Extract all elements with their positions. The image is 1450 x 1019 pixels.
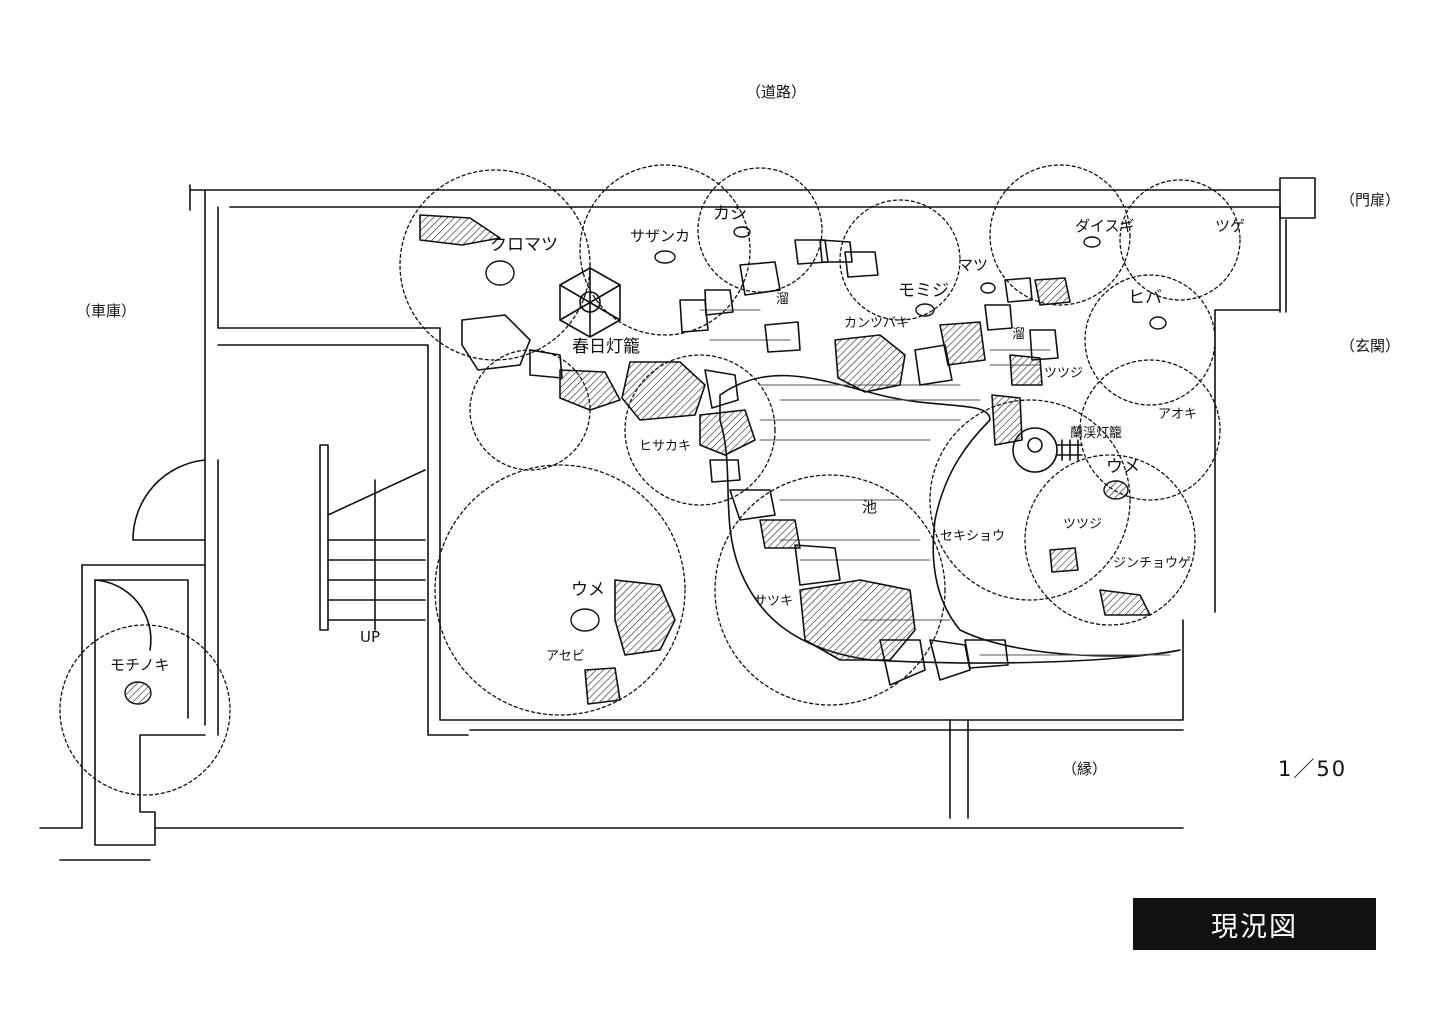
road-label: （道路）: [746, 83, 807, 101]
boundary-walls: [39, 177, 1316, 861]
drawing-title: 現況図: [1133, 898, 1376, 950]
scale-label: 1／50: [1278, 757, 1348, 781]
plant-label-matsu: マツ: [958, 256, 989, 274]
entrance-label: （玄関）: [1340, 337, 1401, 355]
plant-label-ume-2: ウメ: [571, 580, 605, 600]
tree-canopies: [59, 164, 1241, 796]
rocks: [419, 214, 1151, 705]
plant-label-hisakaki: ヒサカキ: [639, 439, 692, 454]
plant-label-hiba: ヒバ: [1128, 288, 1162, 308]
plant-label-tsutsuji-1: ツツジ: [1044, 366, 1084, 381]
plant-label-kantsubaki: カンツバキ: [844, 316, 910, 331]
plant-label-satsuki: サツキ: [754, 594, 794, 609]
kasuga-lantern-label: 春日灯籠: [572, 337, 640, 357]
plant-label-tsuge: ツゲ: [1215, 217, 1246, 235]
gate-label: （門扉）: [1340, 191, 1401, 209]
rankei-lantern-symbol: [1012, 427, 1083, 473]
plant-label-aoki: アオキ: [1158, 407, 1198, 422]
stairs-up-label: UP: [360, 628, 381, 646]
plant-label-mochinoki: モチノキ: [110, 656, 170, 674]
tree-trunks: [124, 226, 1167, 705]
stream-label-1: 溜: [776, 292, 790, 307]
rankei-lantern-label: 蘭渓灯籠: [1070, 426, 1123, 441]
plant-label-sekishou: セキショウ: [940, 529, 1006, 544]
plant-label-daisugi: ダイスギ: [1075, 217, 1135, 235]
plant-label-ume-1: ウメ: [1106, 457, 1140, 477]
veranda-label: （縁）: [1062, 760, 1108, 778]
plant-label-asebi: アセビ: [546, 649, 585, 664]
garage-label: （車庫）: [76, 302, 137, 320]
kasuga-lantern-symbol: [559, 267, 621, 338]
plant-label-tsutsuji-2: ツツジ: [1063, 517, 1103, 532]
pond-label: 池: [862, 498, 878, 516]
plant-label-sazanka: サザンカ: [630, 227, 691, 245]
plant-label-kashi: カシ: [713, 204, 747, 224]
plant-label-kuromatsu: クロマツ: [490, 235, 558, 255]
stream-label-2: 溜: [1012, 327, 1026, 342]
plant-label-jinchouge: ジンチョウゲ: [1113, 556, 1192, 571]
plant-label-momiji: モミジ: [898, 281, 949, 301]
